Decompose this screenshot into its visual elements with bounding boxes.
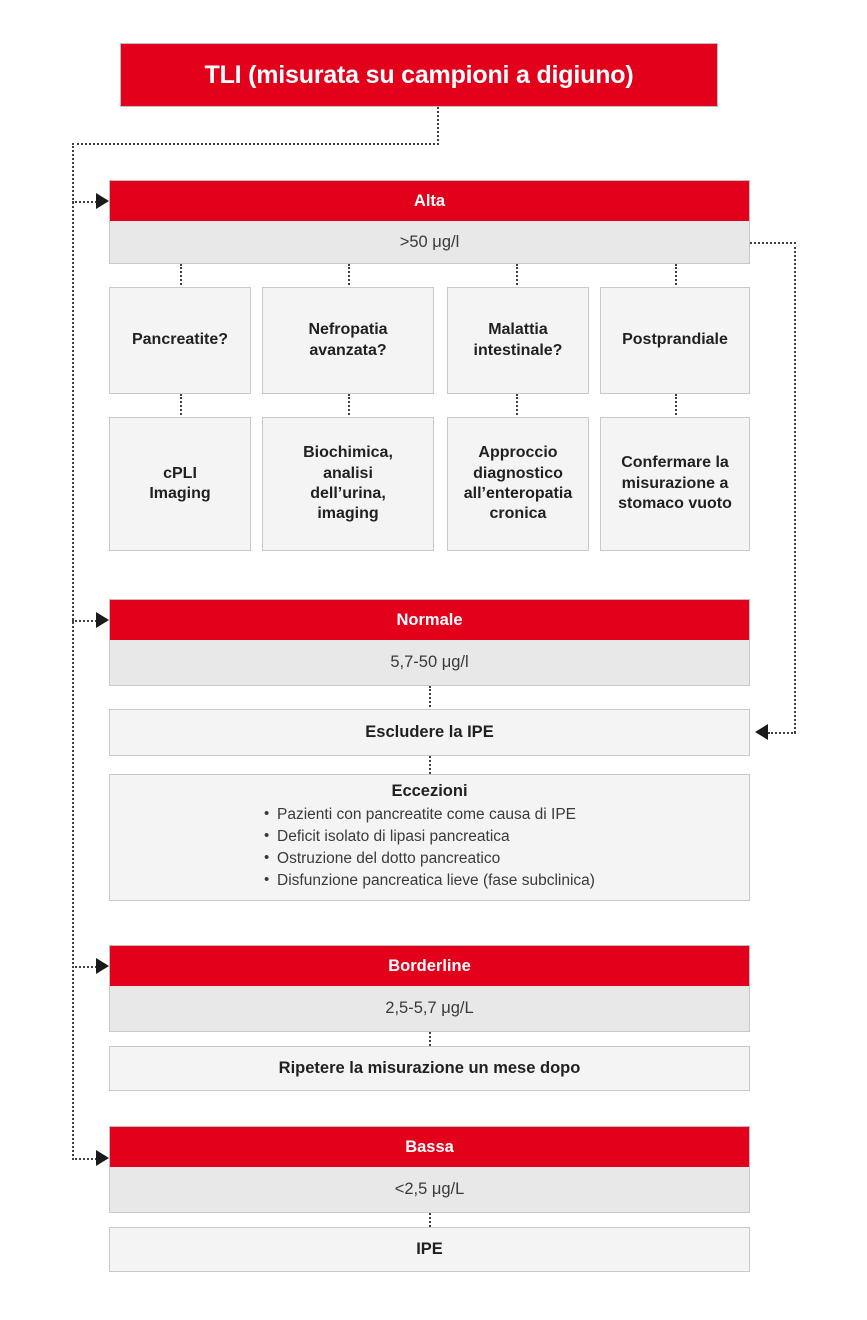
chart-title-text: TLI (misurata su campioni a digiuno)	[204, 60, 634, 89]
arrow-into-bassa	[96, 1150, 109, 1166]
category-value-text-normale: 5,7-50 μg/l	[390, 653, 469, 671]
normale-action-text: Escludere la IPE	[365, 723, 494, 742]
alta-action-box-2: Biochimica, analisi dell’urina, imaging	[262, 417, 434, 551]
category-header-alta: Alta	[109, 180, 750, 221]
chart-title-box: TLI (misurata su campioni a digiuno)	[120, 43, 718, 107]
connector-alta-col-2	[348, 264, 350, 285]
alta-action-box-3: Approccio diagnostico all’enteropatia cr…	[447, 417, 589, 551]
category-label-borderline: Borderline	[388, 956, 471, 975]
arrow-into-normale	[96, 612, 109, 628]
category-value-bassa: <2,5 μg/L	[109, 1167, 750, 1213]
alta-question-box-2: Nefropatia avanzata?	[262, 287, 434, 394]
category-value-text-borderline: 2,5-5,7 μg/L	[385, 999, 474, 1017]
alta-question-box-3: Malattia intestinale?	[447, 287, 589, 394]
connector-alta-col-1	[180, 264, 182, 285]
alta-action-text-1: cPLI Imaging	[149, 464, 211, 502]
alta-question-text-2: Nefropatia avanzata?	[308, 321, 388, 359]
alta-question-box-4: Postprandiale	[600, 287, 750, 394]
arrow-into-alta	[96, 193, 109, 209]
connector-alta-col-4	[675, 264, 677, 285]
category-header-borderline: Borderline	[109, 945, 750, 986]
alta-question-text-4: Postprandiale	[622, 331, 728, 349]
connector-escludere-to-eccezioni	[429, 756, 431, 774]
category-value-text-bassa: <2,5 μg/L	[394, 1180, 465, 1198]
alta-action-text-3: Approccio diagnostico all’enteropatia cr…	[463, 444, 573, 523]
connector-normale-to-escludere	[429, 686, 431, 707]
category-value-alta: >50 μg/l	[109, 221, 750, 264]
connector-right-to-escludere	[768, 732, 796, 734]
connector-spine-to-bassa	[72, 1158, 100, 1160]
category-header-normale: Normale	[109, 599, 750, 640]
exceptions-item: Disfunzione pancreatica lieve (fase subc…	[264, 869, 595, 892]
connector-alta-q4-a4	[675, 394, 677, 415]
alta-question-text-3: Malattia intestinale?	[473, 321, 563, 359]
connector-spine-to-normale	[72, 620, 100, 622]
bassa-action-text: IPE	[416, 1240, 443, 1259]
bassa-action-box: IPE	[109, 1227, 750, 1272]
connector-alta-q1-a1	[180, 394, 182, 415]
exceptions-item: Ostruzione del dotto pancreatico	[264, 847, 595, 870]
category-value-normale: 5,7-50 μg/l	[109, 640, 750, 686]
arrow-into-escludere	[755, 724, 768, 740]
connector-title-to-spine	[72, 143, 439, 145]
connector-spine-to-alta	[72, 201, 100, 203]
category-label-alta: Alta	[413, 191, 446, 210]
connector-bassa-to-action	[429, 1213, 431, 1227]
normale-action-box: Escludere la IPE	[109, 709, 750, 756]
category-value-text-alta: >50 μg/l	[399, 232, 460, 251]
arrow-into-borderline	[96, 958, 109, 974]
connector-alta-q3-a3	[516, 394, 518, 415]
exceptions-title: Eccezioni	[391, 781, 468, 800]
alta-question-text-1: Pancreatite?	[131, 331, 229, 349]
category-label-bassa: Bassa	[405, 1137, 454, 1156]
alta-action-box-1: cPLI Imaging	[109, 417, 251, 551]
alta-question-box-1: Pancreatite?	[109, 287, 251, 394]
exceptions-list: Pazienti con pancreatite come causa di I…	[264, 803, 595, 892]
exceptions-item: Deficit isolato di lipasi pancreatica	[264, 825, 595, 848]
category-header-bassa: Bassa	[109, 1126, 750, 1167]
connector-spine-to-borderline	[72, 966, 100, 968]
connector-alta-q2-a2	[348, 394, 350, 415]
category-label-normale: Normale	[396, 610, 463, 629]
alta-action-text-2: Biochimica, analisi dell’urina, imaging	[303, 444, 393, 523]
connector-title-down	[437, 107, 439, 145]
connector-spine-vertical	[72, 143, 74, 1160]
connector-borderline-to-action	[429, 1032, 431, 1046]
category-value-borderline: 2,5-5,7 μg/L	[109, 986, 750, 1032]
connector-alta-right	[750, 242, 796, 244]
borderline-action-box: Ripetere la misurazione un mese dopo	[109, 1046, 750, 1091]
alta-action-text-4: Confermare la misurazione a stomaco vuot…	[618, 454, 732, 513]
exceptions-item: Pazienti con pancreatite come causa di I…	[264, 803, 595, 826]
connector-alta-col-3	[516, 264, 518, 285]
connector-right-vertical	[794, 242, 796, 733]
exceptions-panel: Eccezioni Pazienti con pancreatite come …	[109, 774, 750, 901]
borderline-action-text: Ripetere la misurazione un mese dopo	[278, 1059, 581, 1078]
alta-action-box-4: Confermare la misurazione a stomaco vuot…	[600, 417, 750, 551]
